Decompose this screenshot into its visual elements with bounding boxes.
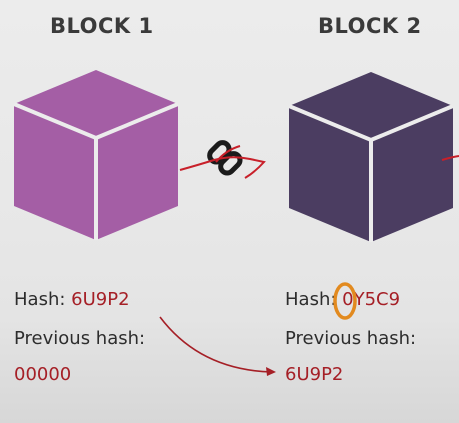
hash-value-first: 0: [342, 289, 354, 310]
block-1-prev-value: 00000: [14, 364, 72, 385]
block-2-cube: [288, 72, 454, 242]
broken-link-stroke: [179, 156, 266, 179]
broken-link-stroke: [215, 145, 241, 163]
block-2-title: BLOCK 2: [318, 14, 422, 38]
block-1-title: BLOCK 1: [50, 14, 154, 38]
block-2-prev-label: Previous hash:: [285, 328, 417, 349]
arrow-head-icon: [266, 367, 276, 376]
hash-label: Hash:: [14, 289, 72, 310]
hash-value-rest: Y5C9: [353, 289, 401, 310]
hash-value: 6U9P2: [71, 289, 130, 310]
block-1-prev-label: Previous hash:: [14, 328, 146, 349]
block-2-prev-value: 6U9P2: [285, 364, 344, 385]
block-1-hash: Hash: 6U9P2: [14, 291, 130, 309]
block-1-cube: [13, 70, 179, 240]
arrow-icon: [159, 316, 273, 373]
edge-link-stroke: [441, 155, 459, 161]
block-2-hash: Hash: 0Y5C9: [285, 291, 400, 309]
hash-label: Hash:: [285, 289, 343, 310]
highlight-circle: [333, 282, 357, 320]
